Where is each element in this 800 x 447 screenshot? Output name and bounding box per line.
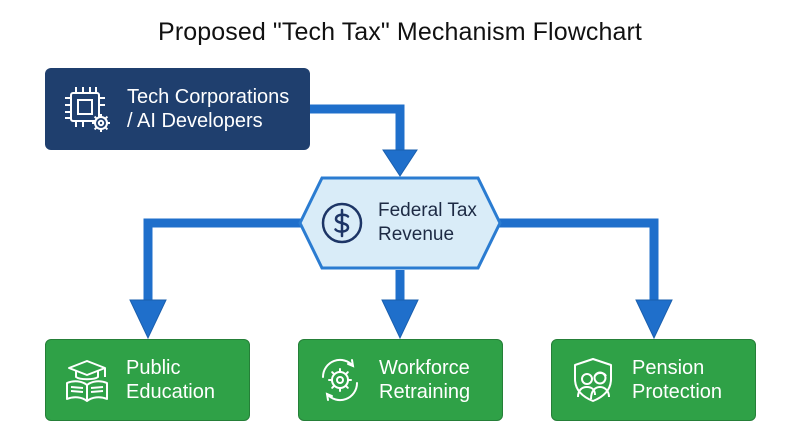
connector-source-to-hub — [310, 104, 405, 152]
graduation-book-icon — [62, 355, 112, 405]
outcome-node-public-education: Public Education — [45, 339, 250, 421]
education-label-line1: Public — [126, 357, 181, 379]
pension-label-line2: Protection — [632, 381, 723, 403]
retraining-label-line2: Retraining — [379, 381, 471, 403]
retraining-label-line1: Workforce — [379, 357, 470, 379]
pension-label-line1: Pension — [632, 357, 705, 379]
gear-cycle-icon — [315, 355, 365, 405]
arrowhead-to-pension — [635, 299, 673, 340]
source-label-line1: Tech Corporations — [127, 86, 290, 108]
arrowhead-to-education — [129, 299, 167, 340]
source-label-line2: / AI Developers — [127, 110, 263, 132]
arrowhead-to-retraining — [381, 299, 419, 340]
education-label-line2: Education — [126, 381, 215, 403]
outcome-label-education: Public Education — [126, 356, 215, 404]
outcome-node-pension-protection: Pension Protection — [551, 339, 756, 421]
source-node-tech-corporations: Tech Corporations / AI Developers — [45, 68, 310, 150]
arrowhead-to-hub — [382, 149, 418, 177]
connector-hub-to-education — [143, 218, 304, 302]
outcome-node-workforce-retraining: Workforce Retraining — [298, 339, 503, 421]
outcome-label-pension: Pension Protection — [632, 356, 722, 404]
diagram-title: Proposed "Tech Tax" Mechanism Flowchart — [158, 18, 642, 46]
dollar-icon — [320, 201, 364, 245]
source-node-label: Tech Corporations / AI Developers — [127, 85, 289, 133]
outcome-label-retraining: Workforce Retraining — [379, 356, 470, 404]
connector-hub-to-pension — [496, 218, 659, 302]
hub-node-label: Federal Tax Revenue — [378, 199, 477, 247]
shield-elders-icon — [568, 355, 618, 405]
hub-label-line1: Federal Tax — [378, 200, 477, 221]
hub-label-line2: Revenue — [378, 224, 455, 245]
chip-gear-icon — [61, 83, 113, 135]
hub-node-federal-tax-revenue: Federal Tax Revenue — [298, 176, 502, 270]
